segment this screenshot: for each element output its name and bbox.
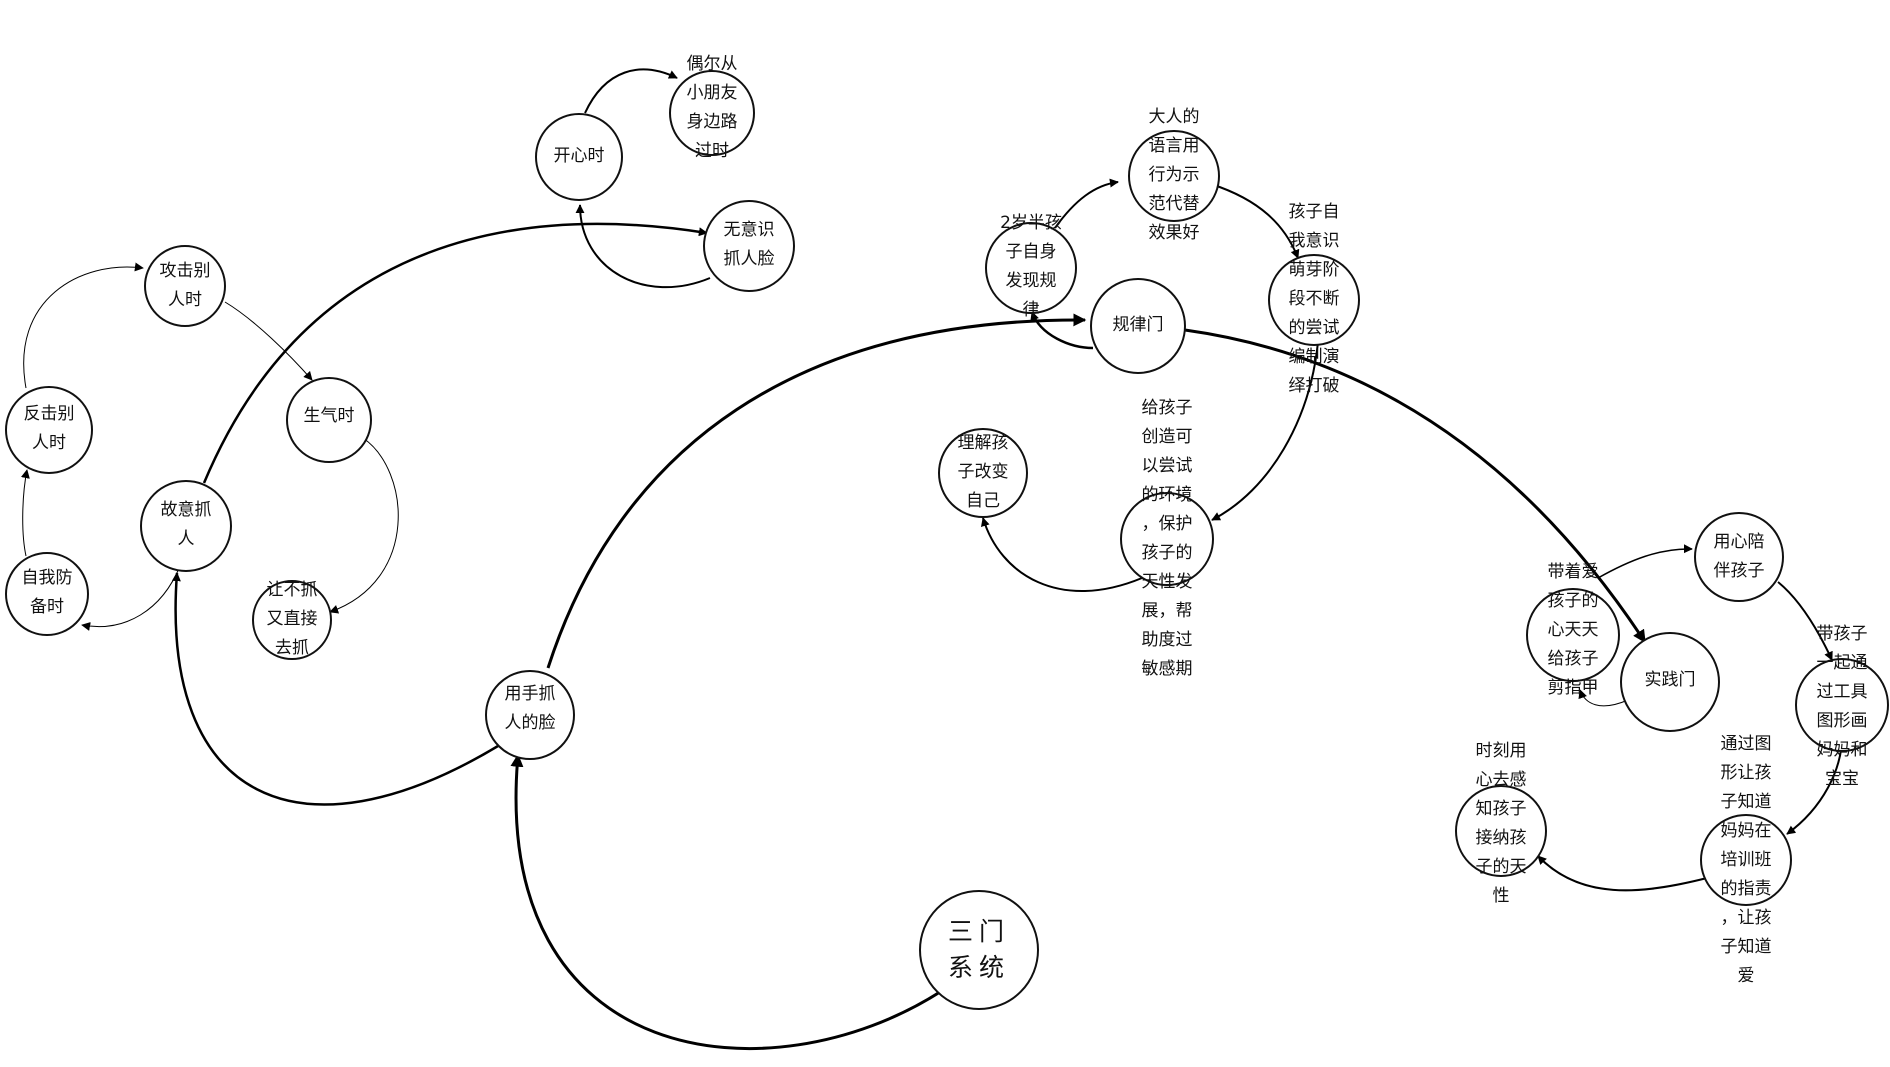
node-rule-gate-label: 规律门: [1112, 315, 1164, 335]
node-grab-on-purpose-circle[interactable]: [140, 480, 232, 572]
node-self-awareness-label: 孩子自 我意识 萌芽阶 段不断 的尝试 编制演 绎打破: [1288, 202, 1340, 396]
node-company-circle[interactable]: [1694, 512, 1784, 602]
edge-grab-on-purpose-to-self-defense: [81, 565, 181, 631]
edge-rule-gate-to-toddler-rule: [1030, 311, 1094, 350]
node-counterattack-label: 反击别 人时: [23, 404, 75, 453]
edge-rule-gate-to-practice-gate: [1184, 328, 1647, 644]
node-attack-others-circle[interactable]: [144, 245, 226, 327]
node-happy-circle[interactable]: [535, 113, 623, 201]
node-practice-gate-circle[interactable]: [1620, 632, 1720, 732]
node-attack-others-label: 攻击别 人时: [159, 261, 211, 310]
node-grab-face-hand-label: 用手抓 人的脸: [504, 684, 556, 733]
node-self-defense-label: 自我防 备时: [21, 568, 73, 617]
node-grab-on-purpose-label: 故意抓 人: [160, 500, 212, 549]
node-angry-label: 生气时: [303, 406, 355, 426]
edge-unconscious-to-happy: [575, 204, 711, 289]
node-adult-model-circle[interactable]: [1128, 130, 1220, 222]
node-training-circle[interactable]: [1700, 814, 1792, 906]
edge-create-env-to-understand: [981, 517, 1143, 593]
node-self-defense-circle[interactable]: [5, 552, 89, 636]
edge-grab-face-to-rule-gate: [546, 313, 1087, 669]
node-create-env-label: 给孩子 创造可 以尝试 的环境 ，保护 孩子的 天性发 展，帮 助度过 敏感期: [1141, 398, 1193, 679]
node-tools-drawing-circle[interactable]: [1795, 658, 1889, 752]
node-toddler-rule-label: 2岁半孩 子自身 发现规 律: [1000, 213, 1062, 320]
edge-cut-nails-to-company: [1597, 544, 1693, 579]
edge-training-to-perceive: [1537, 855, 1708, 892]
node-understand-circle[interactable]: [938, 428, 1028, 518]
node-let-not-grab-circle[interactable]: [252, 580, 332, 660]
node-counterattack-circle[interactable]: [5, 386, 93, 474]
edge-practice-gate-to-cut-nails: [1578, 689, 1629, 707]
edge-adult-model-to-self-awareness: [1210, 183, 1300, 259]
edge-grab-on-purpose-to-unconscious: [202, 222, 708, 484]
node-grab-face-hand-circle[interactable]: [485, 670, 575, 760]
node-pass-by-friend-label: 偶尔从 小朋友 身边路 过时: [686, 54, 738, 161]
node-cut-nails-circle[interactable]: [1526, 588, 1620, 682]
edge-attack-others-to-angry: [224, 301, 313, 381]
node-rule-gate-circle[interactable]: [1090, 278, 1186, 374]
node-self-awareness-circle[interactable]: [1268, 254, 1360, 346]
edge-grab-face-to-grab-on-purpose: [171, 572, 499, 806]
edge-company-to-tools-drawing: [1777, 581, 1833, 661]
node-understand-label: 理解孩 子改变 自己: [957, 433, 1009, 511]
node-company-label: 用心陪 伴孩子: [1713, 532, 1765, 581]
node-unconscious-circle[interactable]: [703, 200, 795, 292]
node-root-circle[interactable]: [919, 890, 1039, 1010]
node-tools-drawing-label: 带孩子 一起通 过工具 图形画 妈妈和 宝宝: [1816, 624, 1868, 789]
node-perceive-label: 时刻用 心去感 知孩子 接纳孩 子的天 性: [1475, 741, 1527, 906]
node-angry-circle[interactable]: [286, 377, 372, 463]
edge-angry-to-let-not-grab: [329, 437, 399, 614]
edge-root-to-grab-face: [510, 753, 941, 1050]
edge-toddler-rule-to-adult-model: [1054, 178, 1119, 229]
node-adult-model-label: 大人的 语言用 行为示 范代替 效果好: [1148, 107, 1200, 243]
node-toddler-rule-circle[interactable]: [985, 222, 1077, 314]
node-practice-gate-label: 实践门: [1644, 670, 1696, 690]
edge-happy-to-pass-by-friend: [584, 68, 678, 114]
node-pass-by-friend-circle[interactable]: [669, 70, 755, 156]
node-let-not-grab-label: 让不抓 又直接 去抓: [266, 580, 318, 658]
node-happy-label: 开心时: [553, 146, 605, 166]
edge-self-defense-to-counterattack: [21, 469, 30, 557]
edge-counterattack-to-attack-others: [23, 262, 144, 389]
edge-self-awareness-to-create-env: [1211, 341, 1319, 521]
node-perceive-circle[interactable]: [1455, 785, 1547, 877]
node-cut-nails-label: 带着爱 孩子的 心天天 给孩子 剪指甲: [1547, 562, 1599, 698]
node-create-env-circle[interactable]: [1120, 492, 1214, 586]
node-training-label: 通过图 形让孩 子知道 妈妈在 培训班 的指责 ，让孩 子知道 爱: [1720, 734, 1772, 986]
node-root-label: 三门 系统: [947, 917, 1010, 982]
node-unconscious-label: 无意识 抓人脸: [723, 220, 775, 269]
